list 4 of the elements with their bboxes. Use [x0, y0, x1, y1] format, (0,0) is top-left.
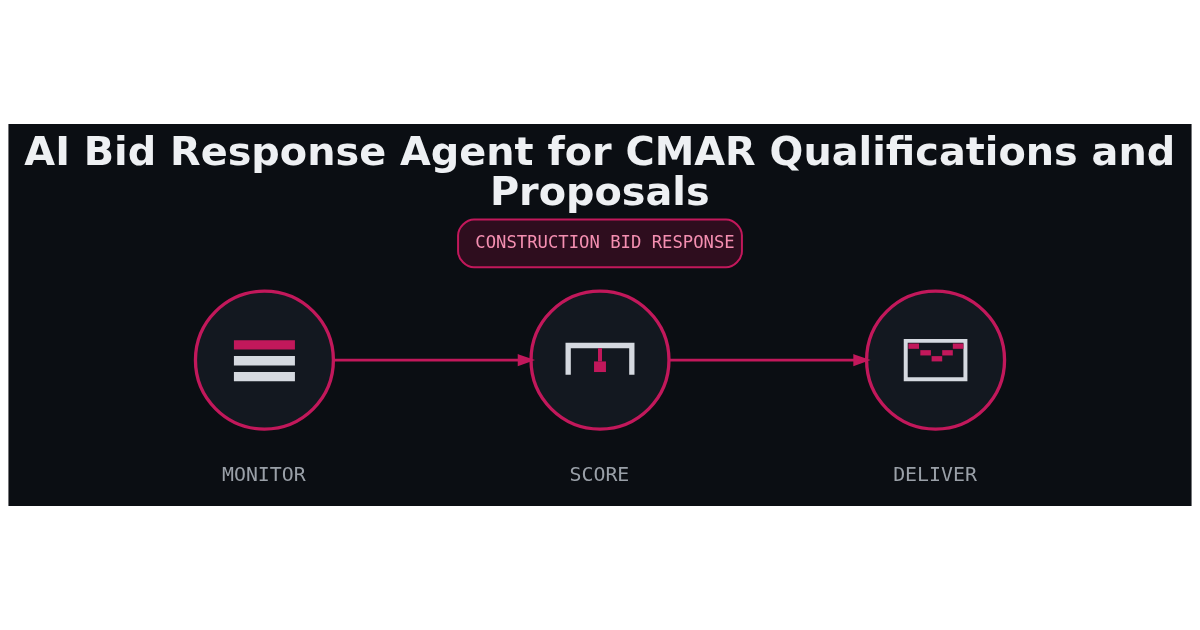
node-label: SCORE: [569, 463, 630, 487]
diagram-title: AI Bid Response Agent for CMAR Qualifications and Proposals: [24, 128, 1176, 214]
node-label: MONITOR: [221, 463, 306, 487]
node-label: DELIVER: [893, 463, 977, 487]
